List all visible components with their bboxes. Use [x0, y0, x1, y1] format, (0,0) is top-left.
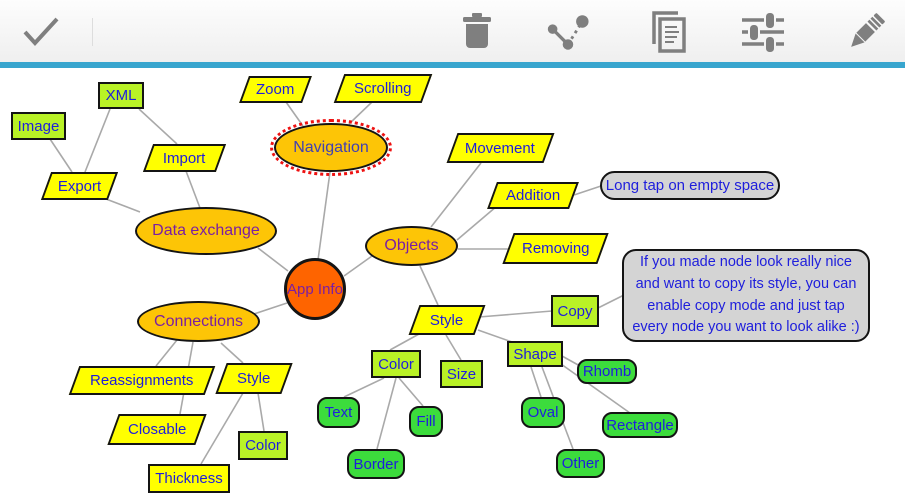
edge-connections-style	[220, 342, 244, 364]
copy-documents-icon	[652, 11, 686, 53]
edge-import-xml	[138, 108, 178, 145]
node-text[interactable]: Text	[317, 397, 360, 428]
node-movement[interactable]: Movement	[446, 133, 555, 163]
edge-appinfo-connections	[253, 302, 288, 315]
node-border[interactable]: Border	[347, 449, 405, 479]
node-other[interactable]: Other	[556, 449, 605, 478]
edge-style-size	[445, 334, 462, 361]
node-color-connections[interactable]: Color	[238, 431, 288, 460]
edge-addition-longtap	[573, 185, 602, 196]
node-zoom[interactable]: Zoom	[239, 76, 312, 103]
node-rectangle[interactable]: Rectangle	[602, 412, 678, 438]
node-xml[interactable]: XML	[98, 82, 144, 109]
edit-button[interactable]	[843, 10, 889, 54]
edge-navigation-scrolling	[348, 101, 373, 125]
edge-color-border	[376, 377, 397, 450]
edge-copy-note	[597, 294, 625, 309]
pencil-icon	[851, 13, 885, 47]
edge-style2-thickness	[200, 392, 244, 465]
toolbar-divider	[92, 18, 93, 46]
node-thickness[interactable]: Thickness	[148, 464, 230, 493]
node-oval[interactable]: Oval	[521, 397, 565, 428]
node-export[interactable]: Export	[40, 172, 119, 200]
edge-objects-addition	[456, 205, 498, 241]
copy-style-button[interactable]	[644, 10, 690, 54]
trash-icon	[463, 13, 491, 48]
node-fill[interactable]: Fill	[409, 406, 443, 437]
node-shape[interactable]: Shape	[507, 341, 563, 367]
settings-button[interactable]	[740, 10, 786, 54]
edge-export-image	[49, 138, 73, 173]
node-reassignments[interactable]: Reassignments	[68, 366, 216, 395]
edge-dataexchange-import	[185, 170, 201, 209]
edge-connections-reassignments	[155, 339, 178, 367]
confirm-check-button[interactable]	[18, 10, 64, 54]
node-app-info[interactable]: App Info	[284, 258, 346, 320]
node-long-tap-note[interactable]: Long tap on empty space	[600, 171, 780, 200]
node-image[interactable]: Image	[11, 112, 66, 140]
node-data-exchange[interactable]: Data exchange	[135, 207, 277, 255]
edge-objects-style	[419, 265, 439, 306]
node-objects[interactable]: Objects	[365, 226, 458, 266]
edge-objects-movement	[430, 162, 482, 228]
node-color-objects[interactable]: Color	[371, 350, 421, 378]
connection-polyline-icon	[547, 15, 589, 50]
node-copy-note[interactable]: If you made node look really nice and wa…	[622, 249, 870, 342]
node-import[interactable]: Import	[142, 144, 227, 172]
node-removing[interactable]: Removing	[502, 233, 609, 264]
edge-shape-oval	[530, 366, 542, 398]
accent-bar	[0, 62, 905, 68]
edge-export-xml	[84, 108, 111, 173]
edge-style-color	[389, 333, 420, 351]
edge-color-text	[343, 377, 385, 398]
node-copy[interactable]: Copy	[551, 295, 599, 327]
node-closable[interactable]: Closable	[107, 414, 207, 445]
node-style-objects[interactable]: Style	[408, 305, 486, 335]
edge-appinfo-dataexchange	[257, 247, 289, 272]
node-scrolling[interactable]: Scrolling	[333, 74, 433, 103]
edge-dataexchange-export	[105, 198, 141, 213]
edge-navigation-zoom	[285, 101, 304, 127]
node-rhomb[interactable]: Rhomb	[577, 359, 637, 384]
check-icon	[23, 17, 59, 46]
node-navigation[interactable]: Navigation	[270, 119, 392, 176]
edge-style2-color	[257, 392, 265, 432]
edge-style-copy	[478, 310, 553, 318]
connection-mode-button[interactable]	[544, 10, 590, 54]
delete-button[interactable]	[454, 10, 500, 54]
edge-appinfo-objects	[343, 255, 373, 277]
edge-appinfo-navigation	[317, 171, 331, 261]
node-connections[interactable]: Connections	[137, 301, 260, 342]
edge-color-fill	[398, 377, 424, 407]
node-addition[interactable]: Addition	[487, 182, 579, 209]
sliders-icon	[742, 13, 784, 52]
node-style-connections[interactable]: Style	[215, 363, 293, 394]
toolbar	[0, 0, 905, 62]
node-size[interactable]: Size	[440, 360, 483, 388]
